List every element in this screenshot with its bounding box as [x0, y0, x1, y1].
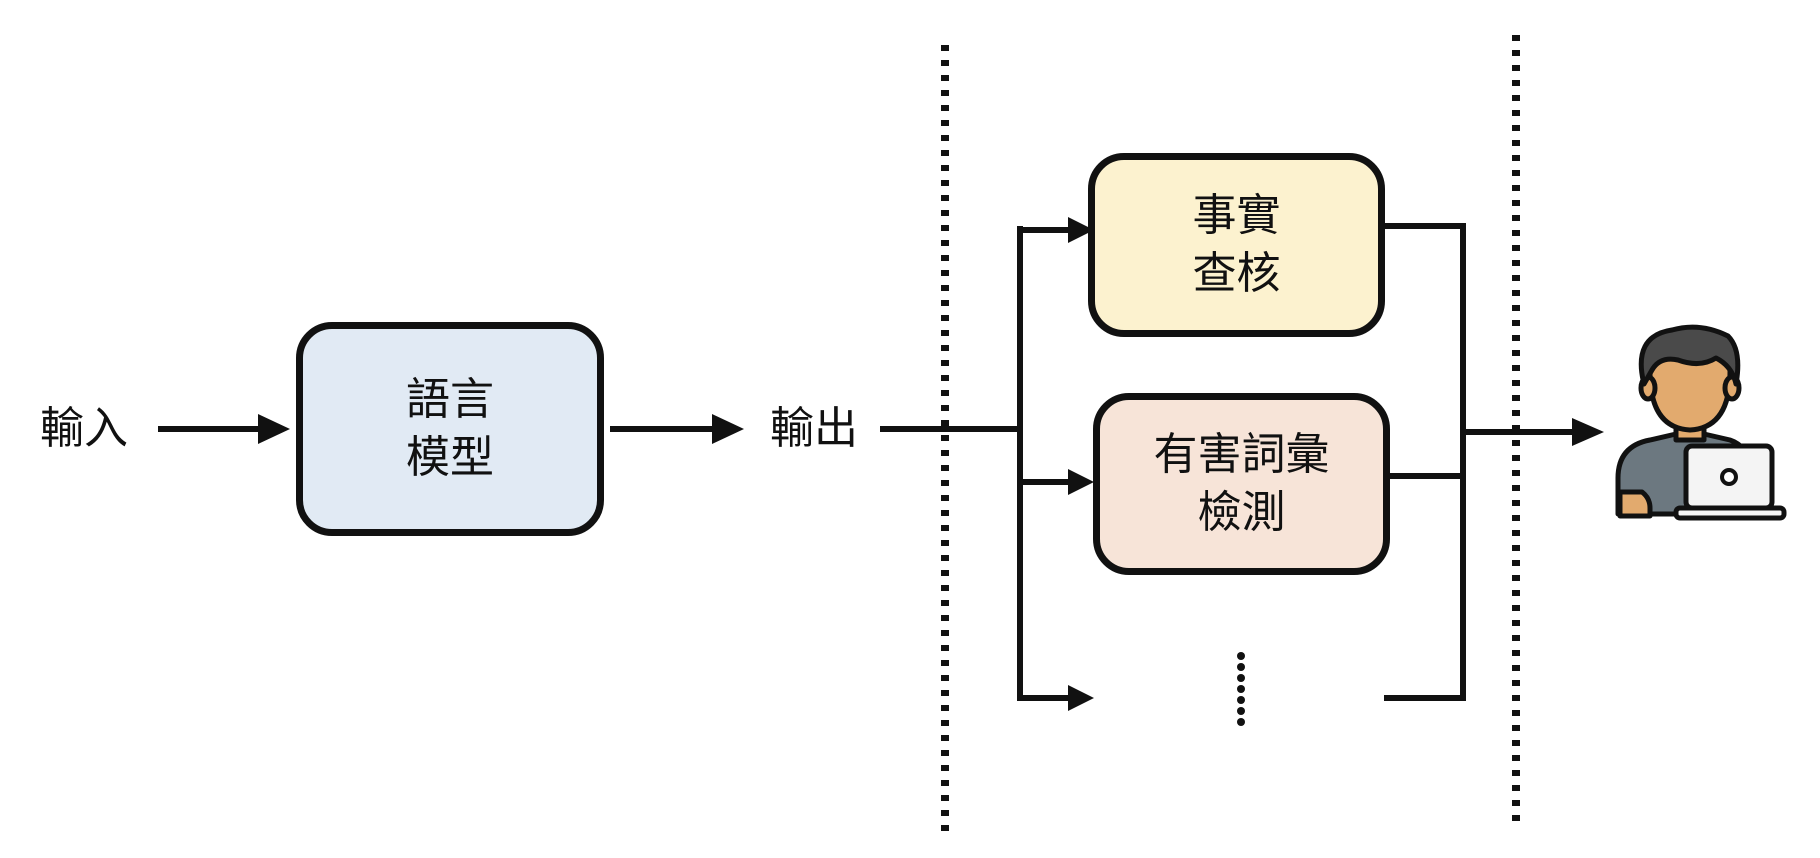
harmful-words-line2: 檢測 [1197, 487, 1286, 538]
arrow-input-to-model [158, 414, 290, 444]
arrow-branch-to-more [1017, 685, 1094, 711]
output-label: 輸出 [770, 403, 858, 454]
language-model-box: 語言 模型 [296, 322, 604, 536]
arrow-branch-to-harmful-words [1017, 469, 1094, 495]
harmful-words-box: 有害詞彙 檢測 [1093, 393, 1390, 575]
input-label: 輸入 [40, 403, 128, 454]
language-model-line1: 語言 [406, 374, 494, 425]
vertical-ellipsis-icon [1237, 652, 1245, 726]
fact-check-line2: 查核 [1192, 248, 1281, 299]
fact-check-line1: 事實 [1192, 190, 1281, 241]
harmful-words-line1: 有害詞彙 [1153, 429, 1330, 480]
language-model-line2: 模型 [406, 432, 494, 483]
arrow-branch-to-fact-check [1017, 217, 1094, 243]
arrow-model-to-output [610, 414, 744, 444]
person-with-laptop-icon [1615, 324, 1787, 521]
arrow-merge-to-user [1460, 418, 1604, 446]
fact-check-box: 事實 查核 [1088, 153, 1385, 337]
